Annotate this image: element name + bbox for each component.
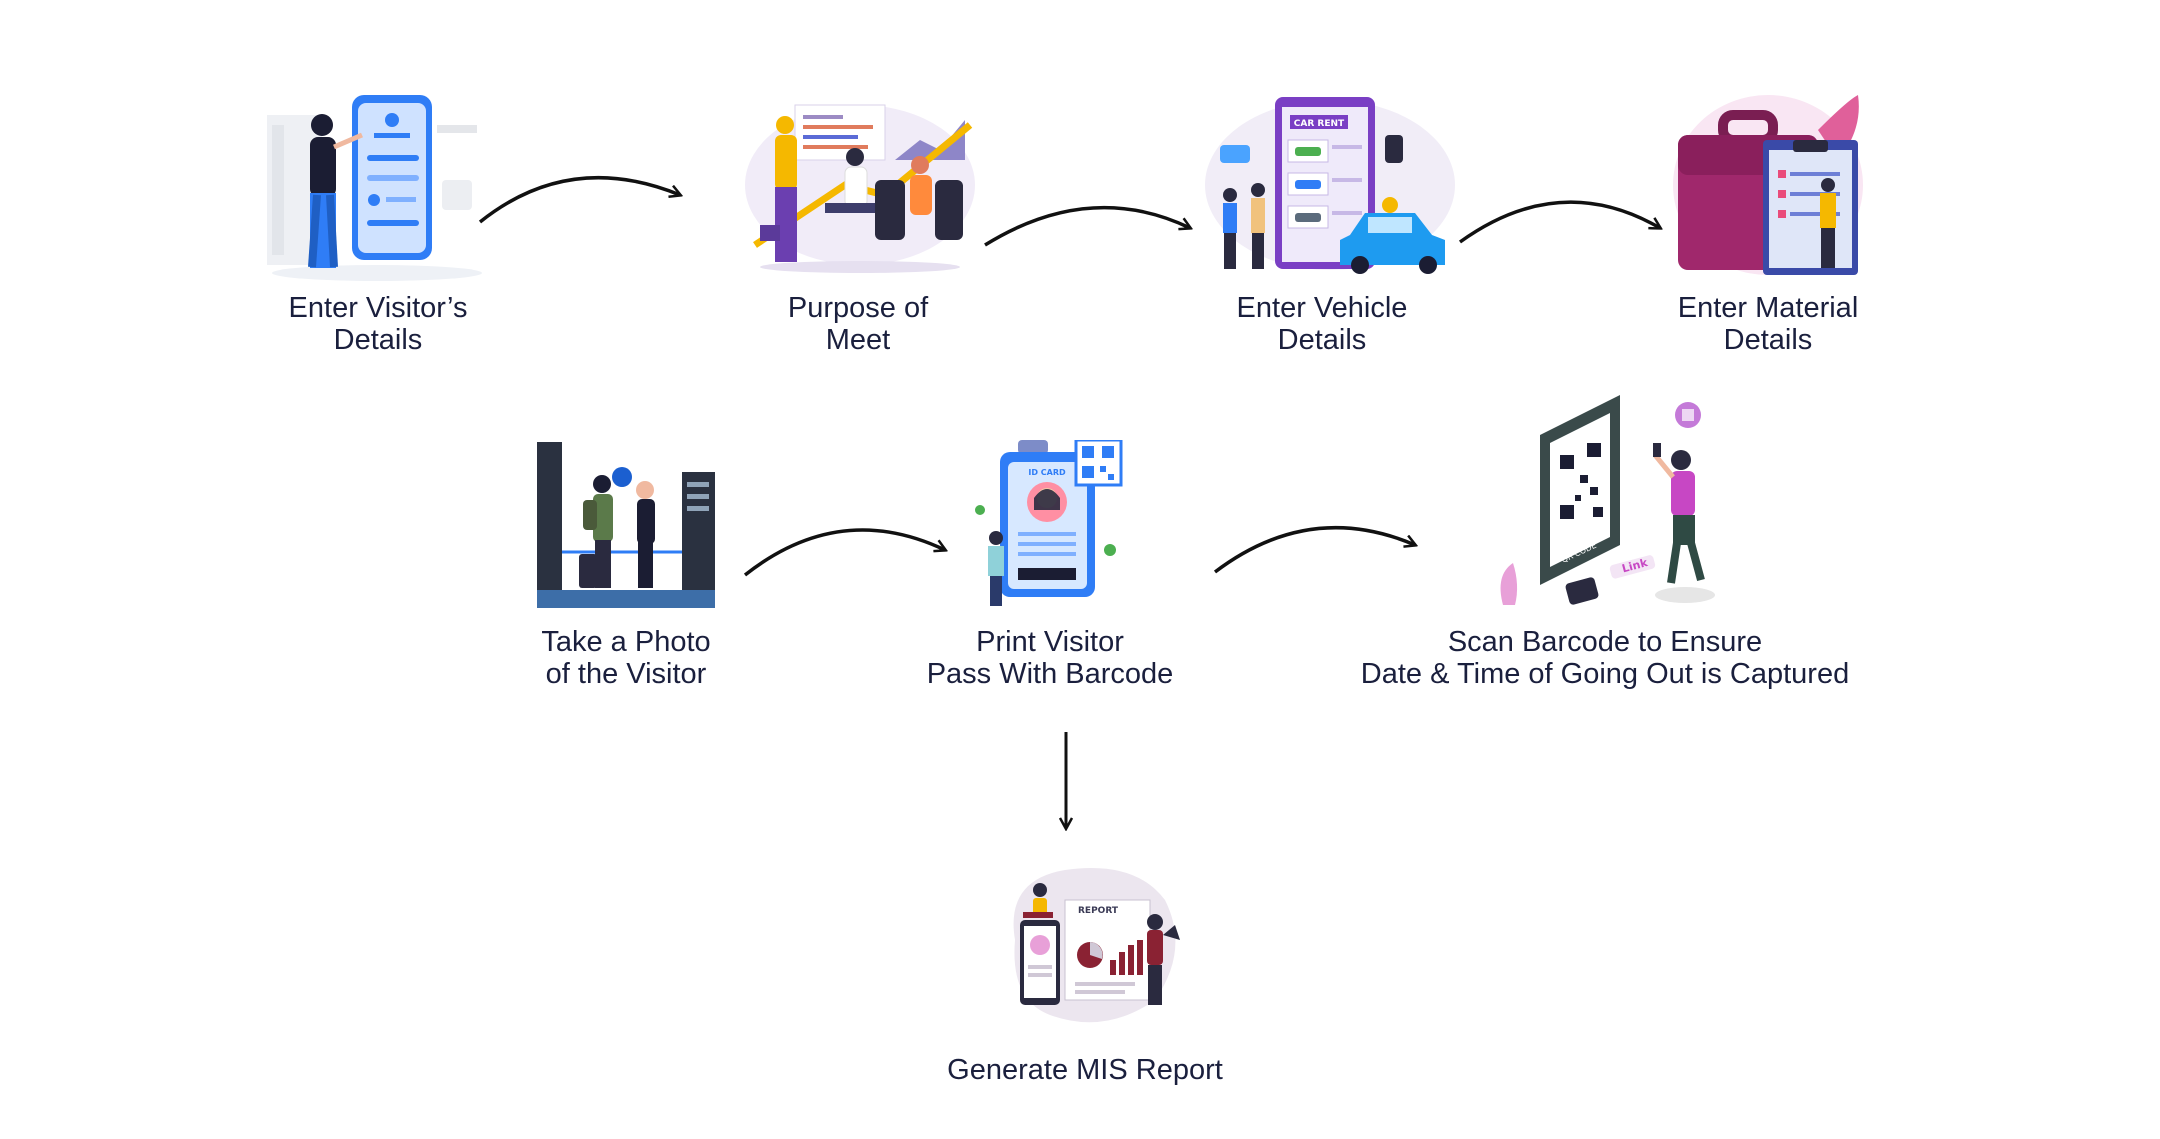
report-text: REPORT [1078, 906, 1119, 916]
meeting-icon [745, 104, 975, 273]
report-icon: REPORT [1013, 868, 1180, 1023]
step-label-vehicle: Enter Vehicle Details [1236, 292, 1408, 356]
visitor-form-icon [267, 95, 482, 281]
qr-scan-icon: QR CODE Link [1500, 395, 1715, 605]
arrow-pass-to-scan [1213, 525, 1415, 574]
step-label-purpose: Purpose of Meet [787, 292, 929, 356]
id-card-text: ID CARD [1028, 468, 1066, 477]
arrow-photo-to-pass [743, 528, 945, 577]
step-label-material: Enter Material Details [1677, 292, 1859, 356]
step-label-pass: Print Visitor Pass With Barcode [926, 626, 1174, 690]
car-rent-text: CAR RENT [1294, 119, 1345, 129]
id-card-icon: ID CARD [975, 440, 1123, 606]
arrow-vehicle-to-material [1458, 200, 1660, 244]
arrow-visitor-to-purpose [478, 175, 680, 224]
step-label-visitor-details: Enter Visitor’s Details [288, 292, 468, 356]
step-label-report: Generate MIS Report [947, 1054, 1223, 1086]
car-rent-icon: CAR RENT [1205, 97, 1455, 274]
step-label-scan: Scan Barcode to Ensure Date & Time of Go… [1360, 626, 1850, 690]
briefcase-clipboard-icon [1673, 95, 1863, 275]
step-label-photo: Take a Photo of the Visitor [541, 626, 711, 690]
arrow-purpose-to-vehicle [984, 205, 1190, 247]
security-check-icon [537, 442, 715, 608]
